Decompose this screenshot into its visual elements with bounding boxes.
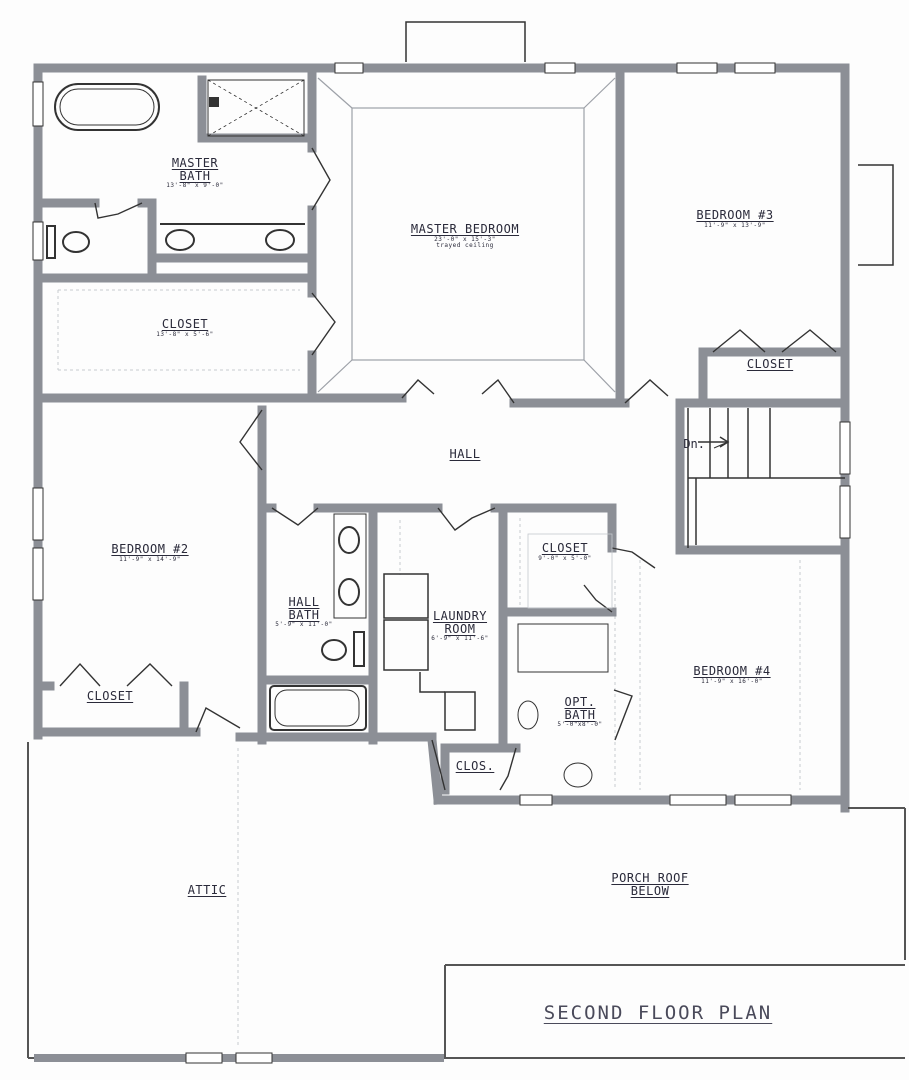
room-size: 13'-8" x 5'-6": [156, 330, 214, 338]
room-size: 13'-8" x 9'-0": [166, 182, 224, 190]
room-size: 5'-0"x8'-0": [557, 721, 603, 729]
room-size: 23'-0" x 15'-3": [434, 235, 496, 243]
room-name: MASTER BEDROOM: [410, 222, 520, 236]
room-name: BEDROOM #2: [111, 542, 189, 556]
room-name: HALL BATH: [288, 595, 320, 622]
room-bedroom-4: BEDROOM #4 11'-9" x 16'-0": [672, 665, 792, 685]
room-size: 6'-9" x 11'-6": [431, 635, 489, 643]
plan-title: SECOND FLOOR PLAN: [543, 1002, 773, 1024]
room-laundry: LAUNDRY ROOM 6'-9" x 11'-6": [425, 610, 495, 642]
tray-ceiling: [317, 77, 616, 393]
room-name: OPT. BATH: [564, 695, 596, 722]
doors: [59, 147, 837, 791]
room-hall: HALL: [430, 448, 500, 461]
room-attic: ATTIC: [172, 884, 242, 897]
room-master-bedroom: MASTER BEDROOM 23'-0" x 15'-3" trayed ce…: [380, 223, 550, 249]
room-size: 11'-9" x 13'-9": [704, 221, 766, 229]
room-size: 9'-0" x 5'-0": [538, 554, 592, 562]
room-closet-mid: CLOSET 9'-0" x 5'-0": [525, 542, 605, 562]
room-bedroom-3-closet: CLOSET: [730, 358, 810, 371]
room-name: LAUNDRY ROOM: [432, 609, 488, 636]
room-name: CLOSET: [541, 541, 589, 555]
room-name: CLOSET: [86, 689, 134, 703]
room-name: CLOSET: [161, 317, 209, 331]
room-name: ATTIC: [187, 883, 227, 897]
room-hall-bath: HALL BATH 5'-9" x 11'-0": [270, 596, 338, 628]
stairs: [687, 408, 845, 548]
room-size: 11'-9" x 16'-0": [701, 677, 763, 685]
room-name: HALL: [449, 447, 481, 461]
room-name: PORCH ROOF BELOW: [611, 871, 689, 898]
room-bedroom-2-closet: CLOSET: [70, 690, 150, 703]
room-opt-bath: OPT. BATH 5'-0"x8'-0": [545, 696, 615, 728]
room-name: MASTER BATH: [171, 156, 219, 183]
room-name: CLOS.: [455, 759, 495, 773]
room-size: 5'-9" x 11'-0": [275, 621, 333, 629]
room-master-bath: MASTER BATH 13'-8" x 9'-0": [140, 157, 250, 189]
windows: [32, 62, 851, 1064]
room-note: trayed ceiling: [436, 241, 494, 249]
exterior-bumps: [405, 21, 894, 266]
guide-lines: [57, 289, 801, 1048]
room-name: CLOSET: [746, 357, 794, 371]
room-name: BEDROOM #3: [696, 208, 774, 222]
room-name: BEDROOM #4: [693, 664, 771, 678]
stair-direction-label: Dn.: [683, 437, 705, 451]
room-clos: CLOS.: [448, 760, 502, 773]
room-size: 11'-9" x 14'-9": [119, 555, 181, 563]
room-bedroom-2: BEDROOM #2 11'-9" x 14'-9": [90, 543, 210, 563]
room-master-closet: CLOSET 13'-8" x 5'-6": [120, 318, 250, 338]
fixtures: [46, 79, 613, 788]
room-bedroom-3: BEDROOM #3 11'-9" x 13'-9": [675, 209, 795, 229]
porch-roof-below: PORCH ROOF BELOW: [590, 872, 710, 897]
